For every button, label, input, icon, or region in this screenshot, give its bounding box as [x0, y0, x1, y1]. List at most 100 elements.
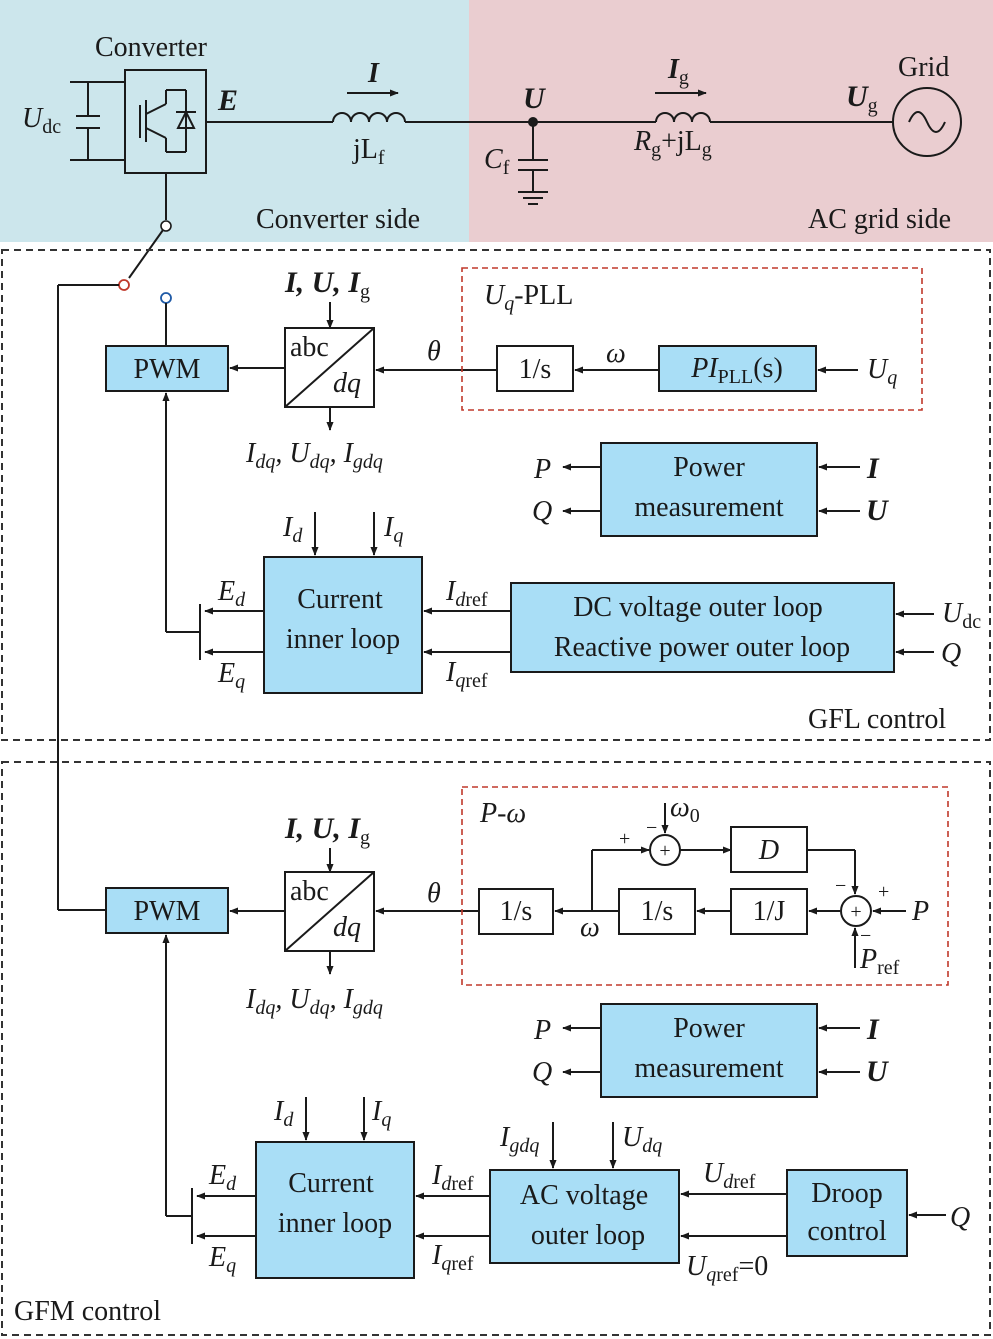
gfm-sum1-in-minus: −: [646, 817, 657, 839]
gfm-integrator1-label: 1/s: [500, 896, 533, 927]
rg-jlg-label: Rg+jLg: [633, 126, 712, 161]
ug-label: Ug: [846, 80, 878, 117]
converter-side-label: Converter side: [256, 204, 420, 235]
gfm-pw-title: P-ω: [479, 798, 526, 829]
grid-inductor: [655, 112, 711, 123]
gfl-theta-label: θ: [427, 336, 441, 367]
gfm-omega0-input: ω0: [670, 792, 700, 827]
gfm-pwm-label: PWM: [134, 896, 201, 927]
filter-inductor: [332, 112, 406, 123]
gfl-pll-border: [461, 267, 923, 411]
gfm-sum1-in-plus: +: [619, 828, 630, 850]
ac-source-icon: [892, 87, 962, 157]
gfl-omega-label: ω: [606, 338, 626, 369]
gfl-current-loop-line2: inner loop: [286, 624, 400, 655]
gfm-igdq-input: Igdq: [499, 1122, 539, 1157]
converter-switch-icon: [124, 69, 207, 174]
filter-capacitor: [518, 122, 548, 205]
gfm-integrator2-block: [618, 888, 696, 935]
gfm-section-label: GFM control: [14, 1296, 161, 1327]
gfm-udq-input: Udq: [622, 1122, 662, 1157]
gfm-power-measurement-block: [600, 1003, 818, 1098]
gfm-droop-line2: control: [807, 1216, 887, 1247]
gfm-pref-input: Pref: [859, 944, 900, 979]
gfm-pw-border: [461, 786, 949, 986]
gfm-pwm-block: [105, 887, 229, 934]
gfm-sum2-in-p: +: [878, 881, 889, 903]
gfl-udc-input: Udc: [942, 598, 981, 633]
gfl-idref-label: Idref: [445, 576, 488, 611]
gfm-id-input: Id: [273, 1096, 294, 1131]
gfm-theta-label: θ: [427, 878, 441, 909]
gfl-section-label: GFL control: [808, 704, 946, 735]
gfm-transform-inputs: I, U, Ig: [284, 812, 370, 849]
gfm-u-input: U: [866, 1055, 889, 1088]
gfm-i-input: I: [866, 1013, 880, 1046]
jlf-label: jLf: [352, 134, 385, 169]
converter-title: Converter: [95, 32, 208, 63]
gfm-inertia-label: 1/J: [753, 896, 786, 927]
grid-side-label: AC grid side: [808, 204, 951, 235]
u-label: U: [523, 82, 546, 115]
gfl-id-input: Id: [282, 512, 303, 547]
gfm-q-input: Q: [950, 1202, 970, 1233]
e-label: E: [217, 84, 238, 117]
gfl-pwm-label: PWM: [134, 354, 201, 385]
gfl-power-measurement-block: [600, 442, 818, 537]
gfl-transform-outputs: Idq, Udq, Igdq: [245, 438, 383, 473]
i-label: I: [367, 58, 380, 89]
gfm-p-input: P: [911, 896, 929, 927]
gfl-u-input: U: [866, 494, 889, 527]
gfm-abc-label: abc: [290, 876, 329, 907]
gfm-droop-line1: Droop: [811, 1178, 883, 1209]
gfm-iq-input: Iq: [371, 1096, 391, 1131]
gfm-sum2-in-pref: −: [860, 925, 871, 947]
gfm-damping-label: D: [758, 835, 779, 866]
gfm-current-loop-block: [255, 1141, 415, 1279]
udc-label: Udc: [22, 103, 61, 138]
gfl-pi-pll-label: PIPLL(s): [690, 353, 783, 388]
gfl-ed-label: Ed: [217, 576, 246, 611]
gfm-uqref-label: Uqref=0: [686, 1251, 768, 1286]
gfm-sum1-plus: +: [659, 840, 670, 862]
gfm-p-output: P: [533, 1015, 551, 1046]
gfm-dq-label: dq: [333, 912, 361, 943]
gfm-q-output: Q: [532, 1057, 552, 1088]
gfl-abc-label: abc: [290, 332, 329, 363]
gfl-q-input: Q: [941, 638, 961, 669]
dc-capacitor: [70, 81, 125, 161]
gfm-power-line1: Power: [673, 1013, 745, 1044]
gfm-current-loop-line2: inner loop: [278, 1208, 392, 1239]
gfm-sum2-plus: +: [850, 901, 861, 923]
gfl-uq-input: Uq: [867, 354, 897, 389]
grid-label: Grid: [898, 52, 949, 83]
gfm-ac-voltage-line2: outer loop: [531, 1220, 645, 1251]
gfm-damping-block: [730, 826, 808, 873]
gfl-current-loop-block: [263, 556, 423, 694]
gfl-integrator-block: [496, 345, 574, 392]
gfl-current-loop-line1: Current: [297, 584, 383, 615]
gfm-sum2-node: [840, 895, 872, 927]
gfm-power-line2: measurement: [634, 1053, 783, 1084]
gfl-outer-line2: Reactive power outer loop: [554, 632, 850, 663]
gfl-section-border: [1, 249, 991, 741]
gfl-integrator-label: 1/s: [519, 354, 552, 385]
gfm-section-border: [1, 761, 991, 1336]
gfm-droop-block: [786, 1169, 908, 1257]
gfm-integrator2-label: 1/s: [641, 896, 674, 927]
gfl-iqref-label: Iqref: [445, 657, 488, 692]
gfm-ed-label: Ed: [208, 1160, 237, 1195]
gfl-pwm-block: [105, 345, 229, 392]
gfm-udref-label: Udref: [703, 1158, 756, 1193]
gfl-q-output: Q: [532, 496, 552, 527]
gfm-integrator1-block: [478, 888, 554, 935]
gfl-dq-label: dq: [333, 368, 361, 399]
gfm-sum2-in-d: −: [835, 875, 846, 897]
gfl-pi-pll-block: [658, 345, 817, 392]
gfl-i-input: I: [866, 452, 880, 485]
gfl-iq-input: Iq: [383, 512, 403, 547]
gfm-transform-outputs: Idq, Udq, Igdq: [245, 984, 383, 1019]
gfl-pll-title: Uq-PLL: [484, 280, 573, 315]
mode-switch[interactable]: [118, 173, 172, 304]
cf-label: Cf: [484, 144, 510, 179]
